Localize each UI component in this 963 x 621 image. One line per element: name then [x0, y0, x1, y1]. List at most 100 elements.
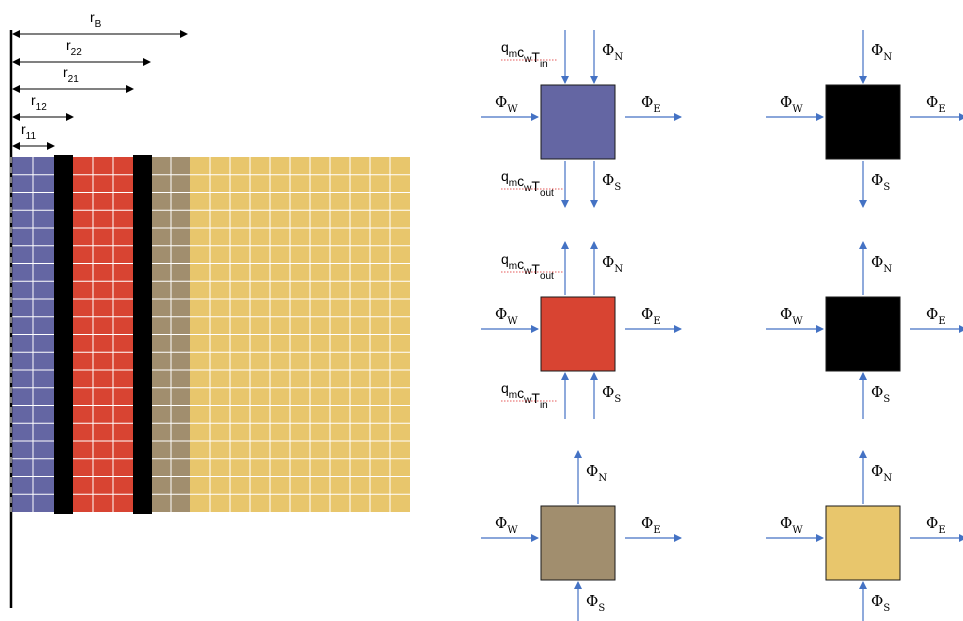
- cv-purple-phi-s-main: Φ: [602, 171, 614, 189]
- cv-purple-phi-s: ΦS: [602, 171, 621, 193]
- cv-red-phi-n-main: Φ: [602, 253, 614, 271]
- cv-red-phi-n: ΦN: [602, 253, 623, 275]
- control-volume-cv-black-2: [825, 296, 901, 372]
- cv-red-adv-bottom-label: qmcwTin: [501, 380, 548, 411]
- cv-red-adv-bottom-label-T_sub: in: [540, 400, 548, 411]
- cv-tan-phi-w-sub: W: [507, 525, 518, 536]
- cv-purple-phi-n-sub: N: [614, 52, 623, 63]
- radius-label-r11-main: r: [21, 121, 26, 137]
- cv-red-phi-e-sub: E: [653, 316, 660, 327]
- cv-black-1-phi-e-sub: E: [938, 104, 945, 115]
- cv-tan-phi-e-main: Φ: [641, 514, 653, 532]
- cv-yellow-phi-w-main: Φ: [780, 514, 792, 532]
- cv-tan-phi-e: ΦE: [641, 514, 661, 536]
- cv-red-adv-top-label-c_sub: w: [523, 266, 532, 277]
- cv-purple-adv-bottom-label: qmcwTout: [501, 168, 554, 199]
- cv-purple-phi-w-main: Φ: [495, 93, 507, 111]
- cv-black-1-phi-s-sub: S: [883, 182, 890, 193]
- cv-red-adv-bottom-label-q_sub: m: [509, 390, 517, 401]
- cv-red-adv-bottom-label-c_sub: w: [523, 395, 532, 406]
- cv-black-1-phi-n: ΦN: [871, 41, 892, 63]
- cv-red-phi-w: ΦW: [495, 305, 518, 327]
- cv-black-2-phi-s-main: Φ: [871, 383, 883, 401]
- control-volume-cv-red: [540, 296, 616, 372]
- cv-yellow-phi-w-sub: W: [792, 525, 803, 536]
- cv-red-adv-top-label: qmcwTout: [501, 251, 554, 282]
- cv-yellow-phi-s-main: Φ: [871, 592, 883, 610]
- cv-black-2-phi-e-main: Φ: [926, 305, 938, 323]
- cv-black-1-phi-n-main: Φ: [871, 41, 883, 59]
- control-volume-cv-purple: [540, 84, 616, 160]
- cv-black-1-phi-e-main: Φ: [926, 93, 938, 111]
- cv-red-adv-bottom-label-q: q: [501, 380, 509, 396]
- cv-red-adv-top-label-q: q: [501, 251, 509, 267]
- cv-tan-phi-w-main: Φ: [495, 514, 507, 532]
- cv-purple-adv-bottom-label-q_sub: m: [509, 178, 517, 189]
- radius-label-r22-main: r: [66, 37, 71, 53]
- cv-purple-adv-bottom-label-c: c: [517, 173, 524, 189]
- cv-purple-adv-top-label-c_sub: w: [523, 54, 532, 65]
- cv-red-phi-e: ΦE: [641, 305, 661, 327]
- cv-red-phi-e-main: Φ: [641, 305, 653, 323]
- cv-purple-adv-top-label: qmcwTin: [501, 39, 548, 70]
- layer-pipe-wall: [54, 155, 73, 514]
- cv-black-2-phi-w-main: Φ: [780, 305, 792, 323]
- cv-yellow-phi-n: ΦN: [871, 462, 892, 484]
- cv-purple-phi-w: ΦW: [495, 93, 518, 115]
- cv-black-2-phi-e: ΦE: [926, 305, 946, 327]
- cv-tan-phi-n: ΦN: [586, 462, 607, 484]
- cv-purple-phi-n: ΦN: [602, 41, 623, 63]
- cv-purple-phi-e-main: Φ: [641, 93, 653, 111]
- cv-red-phi-w-main: Φ: [495, 305, 507, 323]
- cv-purple-adv-top-label-q_sub: m: [509, 49, 517, 60]
- cv-yellow-phi-n-sub: N: [883, 473, 892, 484]
- cv-purple-adv-top-label-q: q: [501, 39, 509, 55]
- cv-purple-phi-w-sub: W: [507, 104, 518, 115]
- cv-purple-phi-s-sub: S: [614, 182, 621, 193]
- cv-yellow-phi-s-sub: S: [883, 603, 890, 614]
- cv-purple-adv-top-label-c: c: [517, 44, 524, 60]
- cv-red-phi-s: ΦS: [602, 383, 621, 405]
- control-volume-cv-yellow: [825, 505, 901, 581]
- cv-yellow-phi-e-sub: E: [938, 525, 945, 536]
- cv-red-phi-n-sub: N: [614, 264, 623, 275]
- layer-pipe-wall-2: [133, 155, 152, 514]
- radius-label-r21-sub: 21: [68, 74, 80, 85]
- cv-tan-phi-w: ΦW: [495, 514, 518, 536]
- cv-red-phi-s-main: Φ: [602, 383, 614, 401]
- cv-black-2-phi-n: ΦN: [871, 253, 892, 275]
- cv-yellow-phi-n-main: Φ: [871, 462, 883, 480]
- cv-purple-adv-bottom-label-T: T: [531, 178, 540, 194]
- cv-yellow-phi-s: ΦS: [871, 592, 890, 614]
- radius-label-r12-sub: 12: [36, 102, 48, 113]
- cv-tan-phi-s-sub: S: [598, 603, 605, 614]
- cv-yellow-phi-w: ΦW: [780, 514, 803, 536]
- cv-red-adv-top-label-T: T: [531, 261, 540, 277]
- cv-red-adv-bottom-label-T: T: [531, 390, 540, 406]
- cv-purple-adv-bottom-label-q: q: [501, 168, 509, 184]
- cv-purple-adv-bottom-label-T_sub: out: [540, 188, 554, 199]
- cv-black-1-phi-w: ΦW: [780, 93, 803, 115]
- cv-yellow-phi-e-main: Φ: [926, 514, 938, 532]
- cv-black-2-phi-s: ΦS: [871, 383, 890, 405]
- cv-purple-phi-e-sub: E: [653, 104, 660, 115]
- radius-label-r22-sub: 22: [71, 47, 83, 58]
- cv-black-1-phi-w-sub: W: [792, 104, 803, 115]
- cv-tan-phi-n-sub: N: [598, 473, 607, 484]
- cv-red-phi-s-sub: S: [614, 394, 621, 405]
- cv-black-2-phi-w: ΦW: [780, 305, 803, 327]
- radius-label-r12-main: r: [31, 92, 36, 108]
- cv-black-2-phi-e-sub: E: [938, 316, 945, 327]
- cv-black-1-phi-n-sub: N: [883, 52, 892, 63]
- cv-tan-phi-e-sub: E: [653, 525, 660, 536]
- radius-label-r11: r11: [21, 121, 36, 142]
- cv-red-adv-bottom-label-c: c: [517, 385, 524, 401]
- cv-black-1-phi-e: ΦE: [926, 93, 946, 115]
- cv-black-2-phi-n-sub: N: [883, 264, 892, 275]
- radius-label-r21-main: r: [63, 64, 68, 80]
- cv-black-2-phi-s-sub: S: [883, 394, 890, 405]
- cv-purple-phi-n-main: Φ: [602, 41, 614, 59]
- radius-label-rB: rB: [90, 9, 102, 30]
